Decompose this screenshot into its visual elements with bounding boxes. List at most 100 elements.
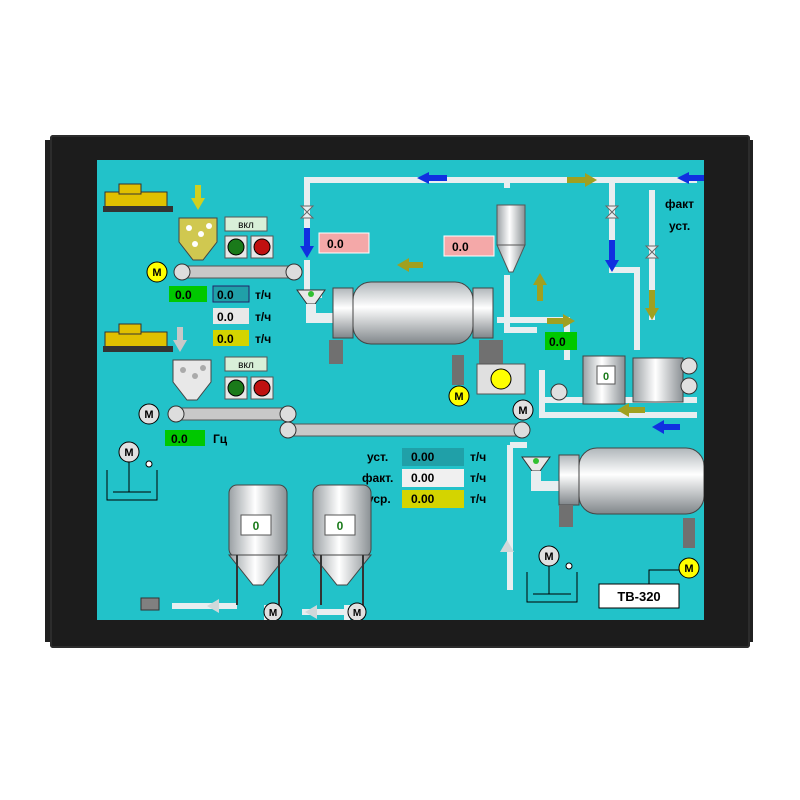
svg-text:0.0: 0.0	[171, 432, 188, 446]
temp-out-box	[443, 235, 495, 257]
svg-text:M: M	[152, 267, 161, 279]
conveyor-2	[167, 405, 297, 423]
tank-value: 0	[603, 371, 609, 383]
status-badge	[224, 216, 268, 232]
conveyor-1	[173, 263, 303, 281]
tank-1	[582, 355, 626, 405]
tank-2	[632, 357, 684, 403]
ball-mill-2	[521, 447, 704, 548]
conveyor-3	[279, 421, 531, 439]
valve-icon	[604, 205, 620, 219]
flow-arrows	[207, 172, 704, 619]
pump-icon	[680, 377, 698, 395]
usr-box	[402, 490, 464, 508]
svg-text:т/ч: т/ч	[470, 450, 486, 464]
pump-icon	[490, 368, 512, 390]
valve-icon	[644, 245, 660, 259]
line2-start-stop[interactable]	[224, 376, 274, 400]
arrow-left-icon	[652, 420, 664, 434]
motor-icon[interactable]	[146, 261, 168, 283]
scada-screen: вкл M 0.0 0.0 т/ч 0.0 т/ч 0.0 т/ч вкл	[97, 160, 704, 620]
silo-2	[311, 484, 373, 605]
mixer-tank-left: M	[106, 441, 158, 501]
ball-mill-1	[296, 281, 503, 385]
svg-text:0.0: 0.0	[217, 332, 234, 346]
svg-text:т/ч: т/ч	[255, 310, 271, 324]
svg-text:M: M	[124, 447, 133, 459]
rate2-box	[213, 308, 249, 324]
arrow-left-icon	[617, 403, 629, 417]
svg-text:факт: факт	[665, 197, 694, 211]
cyclone	[496, 204, 526, 273]
svg-text:Гц: Гц	[213, 432, 228, 446]
svg-text:M: M	[454, 391, 463, 403]
arrow-up-icon	[533, 273, 547, 285]
svg-text:т/ч: т/ч	[470, 492, 486, 506]
hopper-1	[178, 217, 218, 261]
arrow-down-icon	[177, 327, 183, 341]
mixer-tank-right: M	[526, 545, 578, 603]
arrow-right-icon	[563, 314, 575, 328]
silo1-value: 0	[253, 519, 260, 533]
svg-text:т/ч: т/ч	[255, 332, 271, 346]
silo2-value: 0	[337, 519, 344, 533]
arrow-up-icon	[500, 540, 514, 552]
svg-text:M: M	[144, 409, 153, 421]
status-label: вкл	[238, 220, 254, 231]
ust-box	[402, 448, 464, 466]
svg-text:M: M	[518, 405, 527, 417]
svg-text:0.0: 0.0	[217, 288, 234, 302]
arrow-down-icon	[195, 185, 201, 199]
svg-text:0.00: 0.00	[411, 471, 435, 485]
svg-text:M: M	[684, 563, 693, 575]
svg-text:уст.: уст.	[669, 219, 690, 233]
motor-icon[interactable]	[448, 385, 470, 407]
svg-text:0.0: 0.0	[175, 288, 192, 302]
svg-text:уср.: уср.	[367, 492, 391, 506]
svg-text:0.0: 0.0	[452, 240, 469, 254]
line1-start-stop[interactable]	[224, 235, 274, 259]
arrow-left-icon	[417, 172, 429, 184]
valve-icon	[299, 205, 315, 219]
motor-icon[interactable]	[347, 602, 367, 620]
bulldozer-1	[103, 183, 173, 212]
arrow-down-icon	[300, 246, 314, 258]
motor-icon[interactable]	[263, 602, 283, 620]
motor-icon[interactable]	[678, 557, 700, 579]
status-badge	[224, 356, 268, 372]
motor-icon[interactable]	[512, 399, 534, 421]
start-button[interactable]	[227, 379, 245, 397]
silo-1	[227, 484, 289, 605]
svg-text:т/ч: т/ч	[470, 471, 486, 485]
arrow-down-icon	[645, 308, 659, 320]
model-label: ТВ-320	[617, 589, 660, 604]
arrow-down-icon	[605, 260, 619, 272]
arrow-left-icon	[397, 258, 409, 272]
svg-text:0.0: 0.0	[327, 237, 344, 251]
svg-text:M: M	[269, 608, 277, 619]
arrow-left-icon	[305, 605, 317, 619]
svg-text:0.00: 0.00	[411, 450, 435, 464]
status-label: вкл	[238, 360, 254, 371]
bulldozer-2	[103, 323, 173, 352]
start-button[interactable]	[227, 238, 245, 256]
svg-text:0.0: 0.0	[549, 335, 566, 349]
fact-box	[402, 469, 464, 487]
motor-icon[interactable]	[138, 403, 160, 425]
level-box	[545, 332, 577, 350]
rate-box	[212, 285, 250, 303]
stop-button[interactable]	[253, 379, 271, 397]
svg-text:т/ч: т/ч	[255, 288, 271, 302]
svg-text:M: M	[353, 608, 361, 619]
freq-box	[165, 430, 205, 446]
rate3-box	[213, 330, 249, 346]
svg-text:0.00: 0.00	[411, 492, 435, 506]
valves	[299, 205, 660, 259]
arrow-right-icon	[585, 173, 597, 187]
arrow-left-icon	[677, 172, 689, 184]
svg-text:факт.: факт.	[362, 471, 393, 485]
pump-icon	[680, 357, 698, 375]
stop-button[interactable]	[253, 238, 271, 256]
sensor-block	[140, 597, 160, 611]
hopper-2	[172, 359, 212, 401]
